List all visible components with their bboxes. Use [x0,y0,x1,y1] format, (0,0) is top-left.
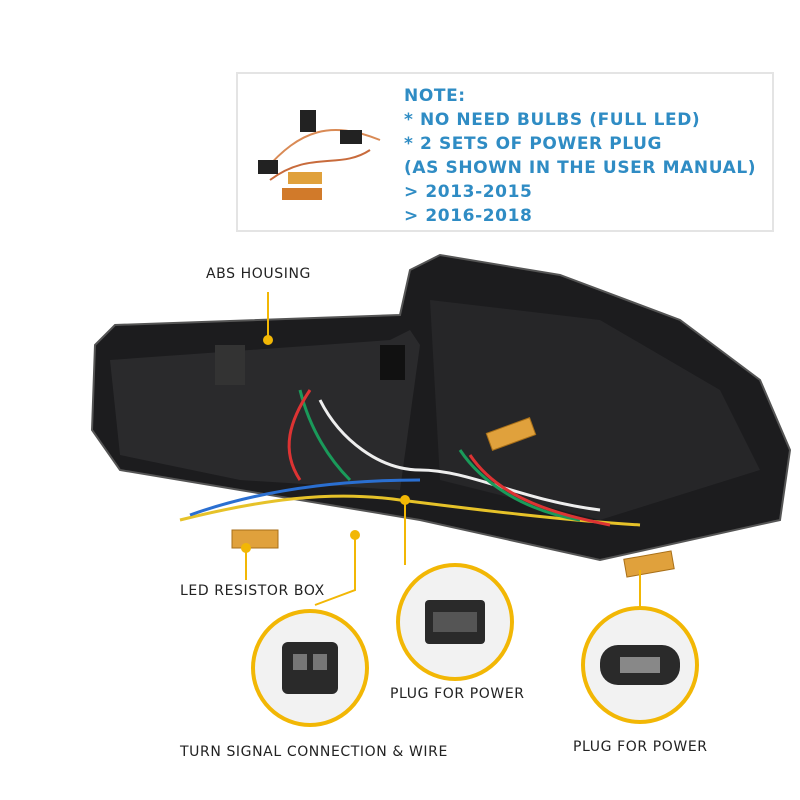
note-line: > 2013-2015 [404,182,533,202]
resistor-box-right [623,550,675,578]
note-title: NOTE: [404,86,466,106]
note-box [236,72,774,232]
resistor-box-center [485,417,537,451]
note-line: (AS SHOWN IN THE USER MANUAL) [404,158,757,178]
turn-signal-connector-detail [251,609,369,727]
note-text: NOTE: * NO NEED BULBS (FULL LED) * 2 SET… [404,84,756,228]
note-line: * 2 SETS OF POWER PLUG [404,134,663,154]
tail-light-housing [90,253,792,562]
note-line: * NO NEED BULBS (FULL LED) [404,110,701,130]
power-plug-detail-1 [396,563,514,681]
callout-lines [241,292,641,607]
wiring-harness-thumbnail [258,110,381,200]
power-plug-detail-2 [581,606,699,724]
note-line: > 2016-2018 [404,206,533,226]
abs-housing-label: ABS HOUSING [206,266,312,282]
led-resistor-box-label: LED RESISTOR BOX [180,583,325,599]
plug-for-power-label-2: PLUG FOR POWER [573,739,708,755]
turn-signal-label: TURN SIGNAL CONNECTION & WIRE [180,744,448,760]
resistor-box-left [231,529,279,549]
plug-for-power-label-1: PLUG FOR POWER [390,686,525,702]
